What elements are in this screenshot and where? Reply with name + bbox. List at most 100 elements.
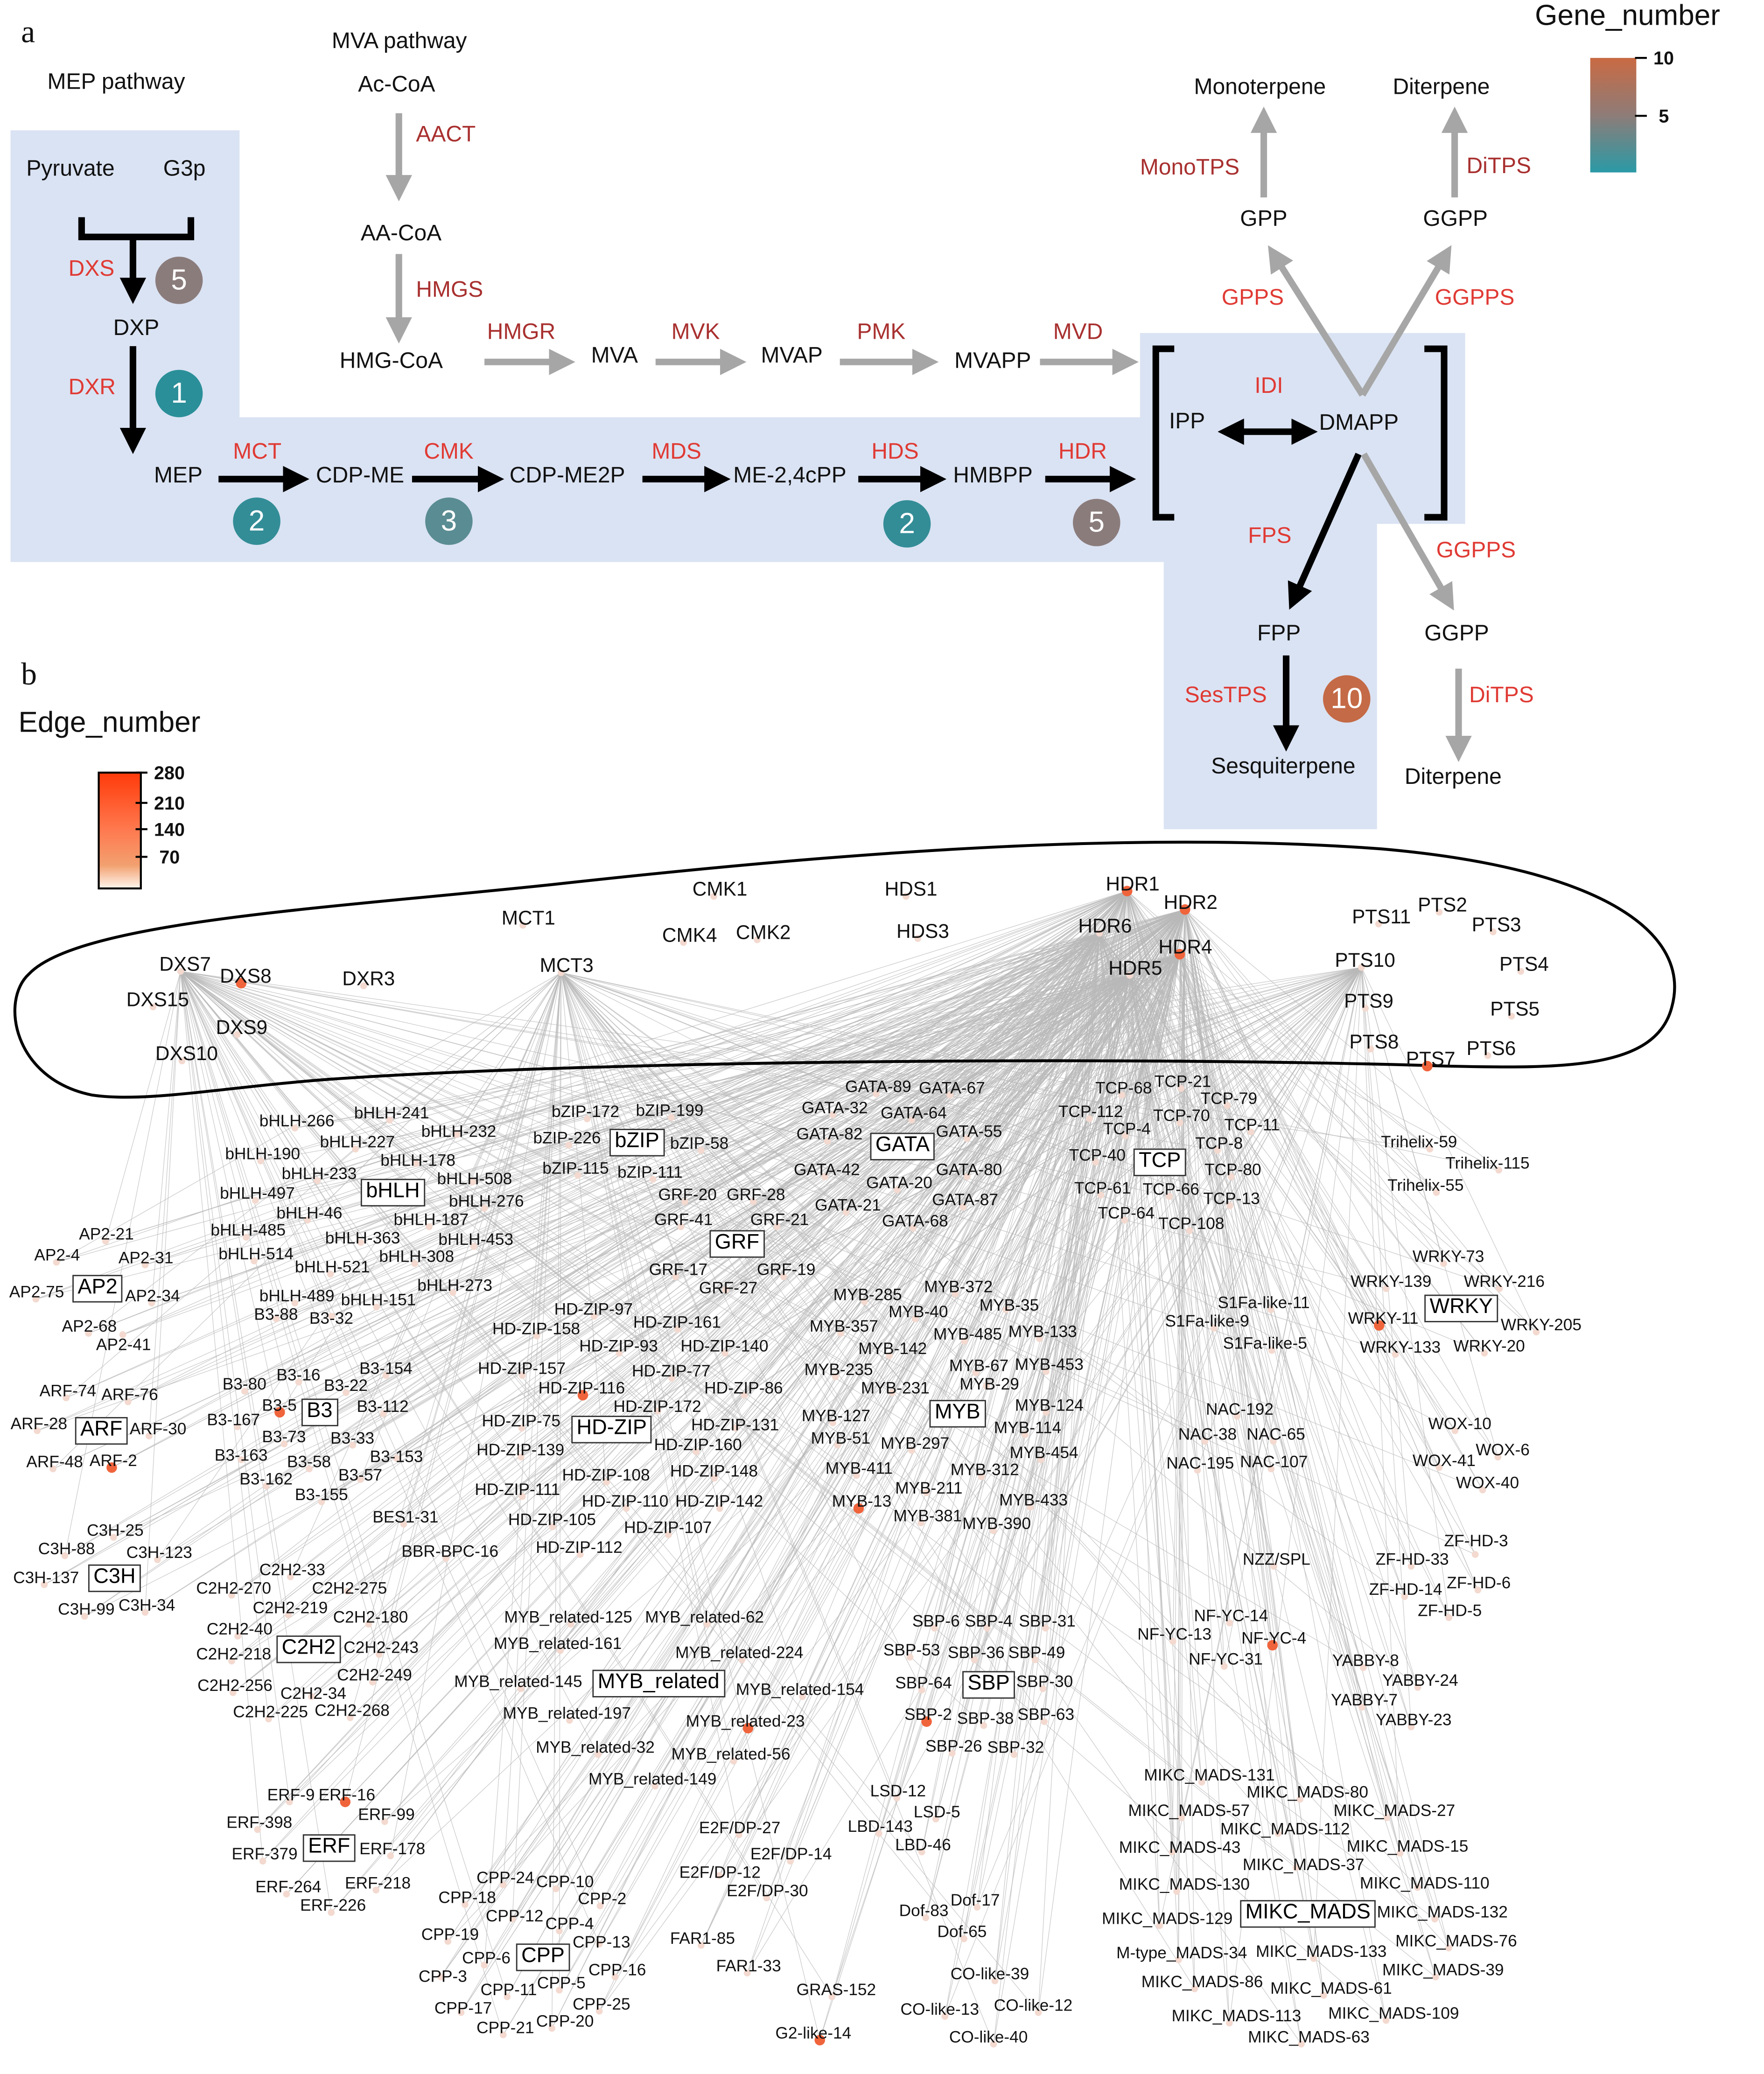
gene-count-badge-hdr: 5 <box>1073 499 1120 546</box>
network-edge <box>600 933 1100 1906</box>
tf-gene-label-erf-16: ERF-16 <box>318 1786 376 1804</box>
tf-gene-label-myb-51: MYB-51 <box>811 1429 871 1448</box>
tf-gene-label-cpp-13: CPP-13 <box>573 1933 630 1952</box>
tf-gene-label-myb-485: MYB-485 <box>933 1325 1002 1344</box>
network-edge <box>747 933 1100 1973</box>
network-edge <box>376 967 1362 1891</box>
tf-gene-label-bhlh-453: bHLH-453 <box>438 1230 514 1249</box>
tf-gene-label-grf-19: GRF-19 <box>757 1260 816 1279</box>
network-edge <box>700 909 1185 1946</box>
network-edge <box>1099 933 1436 1977</box>
edge-number-legend-title: Edge_number <box>18 705 201 739</box>
tf-gene-label-grf-21: GRF-21 <box>750 1210 809 1229</box>
tf-gene-label-arf-30: ARF-30 <box>129 1420 187 1439</box>
network-edge <box>1179 954 1412 1567</box>
tf-gene-label-myb-related-125: MYB_related-125 <box>504 1608 632 1627</box>
pathway-gene-label-pts2: PTS2 <box>1418 894 1467 917</box>
network-edge <box>1127 891 1231 1206</box>
pathway-gene-label-mct3: MCT3 <box>539 955 594 978</box>
network-edge <box>599 954 1180 1944</box>
tf-family-label-gata: GATA <box>870 1132 935 1160</box>
tf-gene-label-wox-40: WOX-40 <box>1456 1473 1519 1493</box>
tf-family-label-erf: ERF <box>302 1834 356 1862</box>
tf-gene-label-b3-153: B3-153 <box>370 1447 423 1466</box>
pathway-gene-label-pts4: PTS4 <box>1499 953 1549 976</box>
network-edge <box>587 891 1127 1119</box>
tf-gene-label-bhlh-151: bHLH-151 <box>341 1291 416 1310</box>
network-edge <box>1184 909 1396 1355</box>
tf-gene-label-zf-hd-3: ZF-HD-3 <box>1444 1531 1508 1550</box>
enzyme-pmk: PMK <box>857 319 906 344</box>
tf-gene-label-bhlh-521: bHLH-521 <box>294 1258 370 1277</box>
tf-gene-label-cpp-16: CPP-16 <box>588 1961 646 1979</box>
network-edge <box>671 975 1130 1118</box>
tf-gene-label-cpp-19: CPP-19 <box>421 1925 479 1944</box>
network-edge <box>180 971 521 1689</box>
tf-gene-label-c3h-123: C3H-123 <box>126 1543 192 1562</box>
network-edge <box>719 933 1100 1509</box>
gene-count-badge-sestps: 10 <box>1323 675 1371 723</box>
tf-gene-label-tcp-108: TCP-108 <box>1158 1214 1225 1233</box>
network-edge <box>446 909 1185 1559</box>
node-dot-gata-20 <box>894 1186 901 1194</box>
pathway-gene-label-hds3: HDS3 <box>896 921 949 943</box>
network-edge <box>560 972 838 1446</box>
network-edges <box>35 891 1537 2045</box>
network-edge <box>1184 909 1296 1868</box>
network-edge <box>522 933 1100 1497</box>
enzyme-mvk: MVK <box>671 319 720 344</box>
tf-family-label-arf: ARF <box>75 1417 128 1445</box>
network-edge <box>748 967 1362 1729</box>
network-edge <box>1127 891 1483 1490</box>
network-edge <box>1179 954 1272 1351</box>
network-edge <box>180 971 289 1615</box>
tf-family-label-tcp: TCP <box>1133 1148 1186 1176</box>
tf-gene-label-far1-33: FAR1-33 <box>716 1956 781 1976</box>
network-edge <box>1184 909 1476 1555</box>
network-edge <box>560 972 1449 1948</box>
tf-gene-label-nf-yc-14: NF-YC-14 <box>1194 1606 1268 1626</box>
metabolite-hmbpp: HMBPP <box>953 462 1033 488</box>
tf-gene-label-b3-167: B3-167 <box>207 1411 260 1429</box>
tf-gene-label-lsd-5: LSD-5 <box>913 1802 960 1822</box>
tf-gene-label-myb-235: MYB-235 <box>804 1361 873 1379</box>
tf-gene-label-hd-zip-105: HD-ZIP-105 <box>508 1510 596 1529</box>
metabolite-aa-coa: AA-CoA <box>360 220 442 246</box>
network-edge <box>569 909 1185 1721</box>
tf-gene-label-gata-82: GATA-82 <box>796 1125 863 1144</box>
tf-gene-label-cpp-24: CPP-24 <box>476 1868 534 1887</box>
tf-gene-label-zf-hd-5: ZF-HD-5 <box>1418 1601 1482 1620</box>
tf-gene-label-cpp-20: CPP-20 <box>536 2012 594 2031</box>
tf-gene-label-mikc-mads-37: MIKC_MADS-37 <box>1242 1855 1365 1874</box>
tf-gene-label-mikc-mads-63: MIKC_MADS-63 <box>1248 2028 1370 2046</box>
tf-gene-label-wrky-11: WRKY-11 <box>1348 1309 1419 1328</box>
tf-gene-label-tcp-40: TCP-40 <box>1069 1146 1126 1165</box>
tf-gene-label-erf-379: ERF-379 <box>231 1845 298 1864</box>
metabolite-fpp: FPP <box>1257 621 1301 646</box>
metabolite-pyruvate: Pyruvate <box>26 156 115 181</box>
tf-gene-label-bhlh-46: bHLH-46 <box>276 1204 343 1222</box>
tf-gene-label-c2h2-270: C2H2-270 <box>196 1579 272 1598</box>
network-edge <box>1184 909 1324 1996</box>
tf-gene-label-nzz-spl: NZZ/SPL <box>1242 1550 1310 1569</box>
tf-family-label-sbp: SBP <box>962 1671 1015 1699</box>
network-edge <box>180 971 571 1625</box>
tf-gene-label-hd-zip-75: HD-ZIP-75 <box>482 1412 560 1431</box>
tf-gene-label-myb-411: MYB-411 <box>825 1459 893 1478</box>
tf-gene-label-myb-related-154: MYB_related-154 <box>735 1680 864 1699</box>
tf-gene-label-myb-40: MYB-40 <box>889 1302 948 1321</box>
network-edge <box>448 933 1100 1942</box>
tf-gene-label-sbp-31: SBP-31 <box>1019 1612 1076 1631</box>
tf-gene-label-lbd-143: LBD-143 <box>847 1817 913 1836</box>
network-edge <box>1129 975 1225 1667</box>
network-edge <box>559 975 1130 1931</box>
tf-gene-label-tcp-61: TCP-61 <box>1074 1179 1131 1198</box>
tf-gene-label-b3-162: B3-162 <box>239 1470 293 1488</box>
network-edge <box>441 909 1185 1977</box>
tf-gene-label-grf-28: GRF-28 <box>727 1185 785 1204</box>
enzyme-hmgs: HMGS <box>416 277 483 302</box>
network-edge <box>276 891 1127 1320</box>
enzyme-ditps-bottom: DiTPS <box>1469 682 1534 708</box>
tf-gene-label-e2f-dp-27: E2F/DP-27 <box>699 1818 781 1837</box>
pathway-gene-label-pts6: PTS6 <box>1466 1038 1516 1061</box>
